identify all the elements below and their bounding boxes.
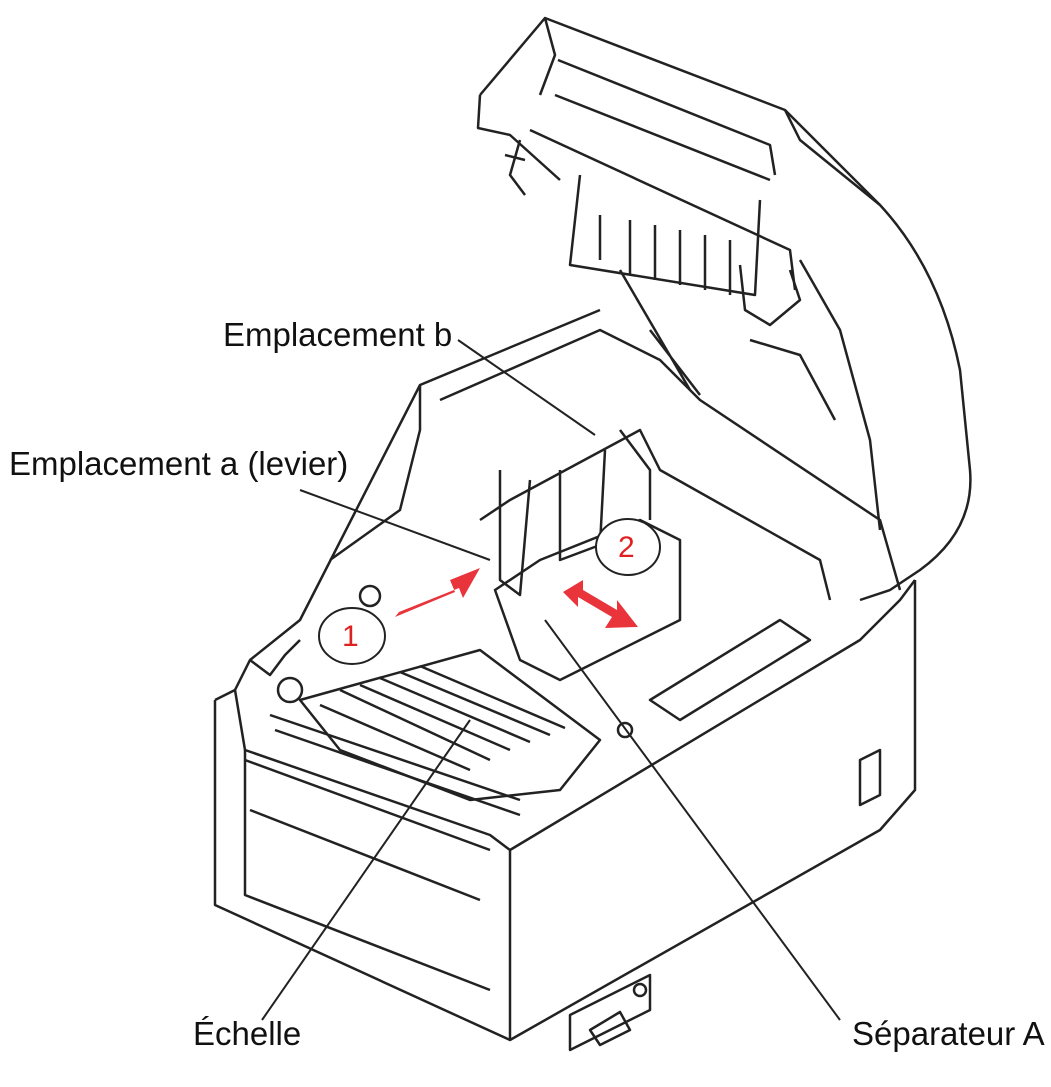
- step-1-number: 1: [342, 620, 359, 653]
- step-2-circle: [595, 518, 661, 576]
- leader-line-separator: [544, 619, 841, 1021]
- printer-body: [213, 308, 917, 1052]
- arrow-2-icon: [563, 580, 638, 628]
- step-circles: [318, 518, 661, 665]
- step-1-circle: [318, 607, 386, 665]
- printer-lid: [476, 16, 972, 602]
- red-arrows: [395, 568, 638, 628]
- arrow-1-icon: [395, 568, 480, 617]
- leader-line-slot-b: [457, 339, 596, 436]
- leader-line-slot-a: [299, 489, 491, 561]
- label-slot-a: Emplacement a (levier): [9, 445, 349, 482]
- label-slot-b: Emplacement b: [223, 316, 453, 353]
- leader-lines: [261, 339, 841, 1021]
- step-2-number: 2: [618, 531, 635, 564]
- label-separator: Séparateur A: [852, 1015, 1045, 1052]
- label-scale: Échelle: [193, 1015, 302, 1052]
- leader-line-scale: [261, 719, 471, 1021]
